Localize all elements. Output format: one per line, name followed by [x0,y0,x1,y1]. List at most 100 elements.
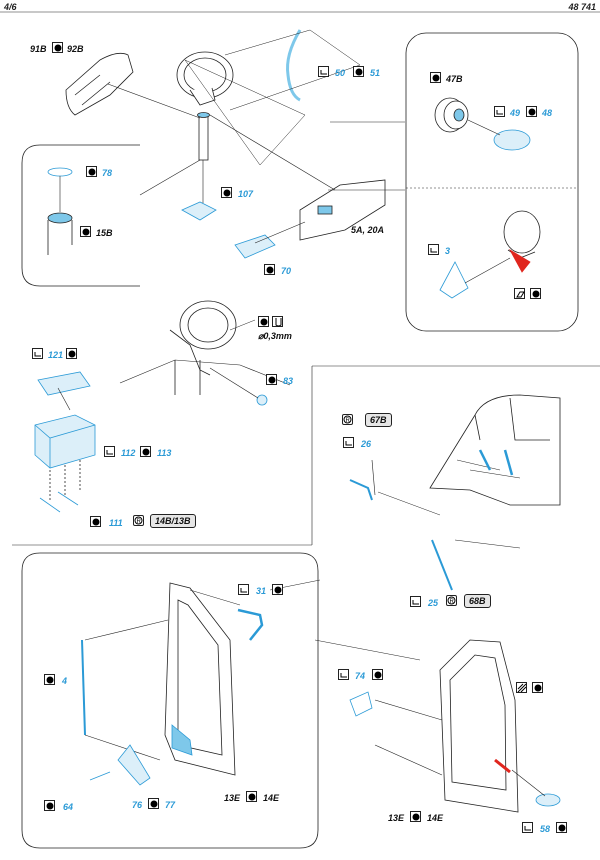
panel-door-left [21,552,319,849]
part-49-48 [493,129,531,151]
red-part [508,248,531,273]
label-13E-right: 13E [388,813,405,823]
door-right [439,639,519,813]
part-107 [181,201,217,221]
panel-seat-detail [405,32,579,332]
paint-yin-yang-icon [556,822,567,833]
bend-arrow-icon [338,669,349,680]
wire-u-icon [272,316,283,327]
seat-post [198,114,209,161]
floor-panel [299,179,386,241]
paint-yin-yang-icon [530,288,541,299]
part-76-77 [117,744,151,786]
label-92B: 92B [67,44,84,54]
label-26: 26 [361,439,372,449]
seat-small [503,210,541,254]
bend-arrow-icon [494,106,505,117]
label-121: 121 [48,350,64,360]
label-4: 4 [62,676,68,686]
label-48: 48 [542,108,553,118]
paint-yin-yang-icon [353,66,364,77]
paint-yin-yang-icon [430,72,441,83]
surface-patch-icon [516,682,527,693]
bend-arrow-icon [522,822,533,833]
paint-yin-yang-icon [80,226,91,237]
label-91B: 91B [30,44,47,54]
part-50-51 [286,29,302,102]
part-74 [349,691,373,717]
paint-yin-yang-icon [90,516,101,527]
label-5A-20A: 5A, 20A [351,225,385,235]
label-107: 107 [238,189,254,199]
part-112-113 [34,414,96,469]
part-15B [47,212,73,224]
bend-arrow-icon [104,446,115,457]
paint-yin-yang-icon [264,264,275,275]
bend-arrow-icon [428,244,439,255]
resin-r-icon: R [446,595,457,606]
paint-yin-yang-icon [44,800,55,811]
paint-yin-yang-icon [44,674,55,685]
paint-yin-yang-icon [258,316,269,327]
paint-yin-yang-icon [86,166,97,177]
label-31: 31 [256,586,267,596]
part-78 [47,167,73,177]
paint-yin-yang-icon [246,791,257,802]
label-25: 25 [428,598,439,608]
svg-text:R: R [450,599,455,605]
label-112: 112 [121,448,136,458]
label-wire-diameter: ⌀0,3mm [258,331,292,341]
resin-r-icon: R [342,414,353,425]
kit-code: 48 741 [568,2,596,12]
label-77: 77 [165,800,176,810]
svg-text:R: R [137,519,142,525]
part-121 [37,371,91,396]
label-64: 64 [63,802,74,812]
label-14E-left: 14E [263,793,280,803]
label-13E-left: 13E [224,793,241,803]
resin-r-icon: R [133,515,144,526]
panel-pedal-detail [21,144,140,287]
label-47B: 47B [446,74,463,84]
part-70 [234,234,276,259]
label-15B: 15B [96,228,113,238]
label-74: 74 [355,671,366,681]
paint-yin-yang-icon [272,584,283,595]
part-4 [81,639,86,736]
bend-arrow-icon [343,437,354,448]
part-3 [439,261,469,299]
label-113: 113 [157,448,172,458]
bend-arrow-icon [410,596,421,607]
label-78: 78 [102,168,113,178]
bend-arrow-icon [238,584,249,595]
svg-text:R: R [346,418,351,424]
cabin-structure [429,394,561,506]
headrest-part [65,52,134,116]
part-83 [256,394,268,406]
bend-arrow-icon [32,348,43,359]
door-left [164,582,236,776]
part-26 [349,479,373,501]
label-68B: 68B [464,594,491,608]
part-25 [431,539,453,591]
label-14B-13B: 14B/13B [150,514,196,528]
part-58 [535,793,561,807]
paint-yin-yang-icon [526,106,537,117]
bend-arrow-icon [318,66,329,77]
paint-yin-yang-icon [66,348,77,359]
label-76: 76 [132,800,143,810]
label-111: 111 [109,518,123,528]
paint-yin-yang-icon [532,682,543,693]
label-83: 83 [283,376,294,386]
label-51: 51 [370,68,381,78]
paint-yin-yang-icon [52,42,63,53]
paint-yin-yang-icon [140,446,151,457]
label-50: 50 [335,68,346,78]
paint-yin-yang-icon [221,187,232,198]
label-14E-right: 14E [427,813,444,823]
label-3: 3 [445,246,451,256]
paint-yin-yang-icon [266,374,277,385]
label-70: 70 [281,266,292,276]
paint-yin-yang-icon [372,669,383,680]
